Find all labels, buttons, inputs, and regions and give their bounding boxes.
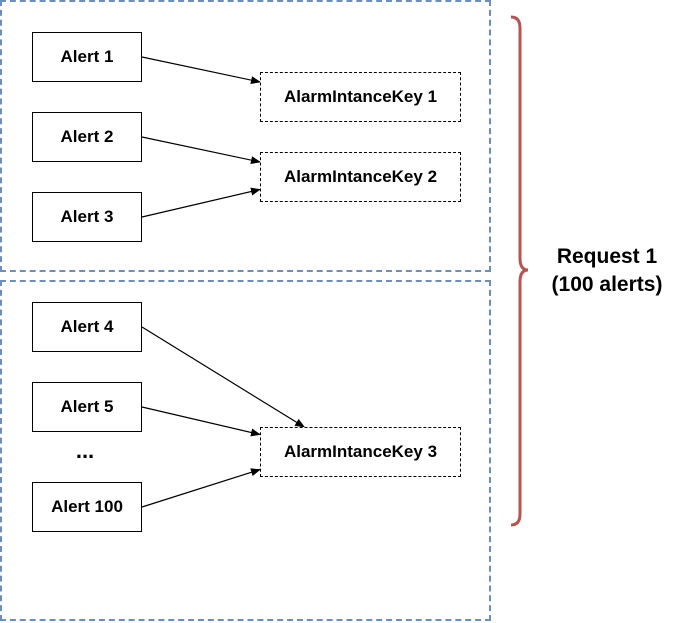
ellipsis-more-alerts: ...	[75, 438, 95, 463]
alert-box-3[interactable]: Alert 3	[32, 192, 142, 242]
alert-box-100[interactable]: Alert 100	[32, 482, 142, 532]
alarm-instance-key-1[interactable]: AlarmIntanceKey 1	[260, 72, 461, 122]
request-count: (100 alerts)	[551, 273, 663, 296]
arrow-a5-to-k3	[141, 406, 261, 437]
alarm-instance-key-2[interactable]: AlarmIntanceKey 2	[260, 152, 461, 202]
alert-box-1[interactable]: Alert 1	[32, 32, 142, 82]
batch-group-1	[0, 0, 491, 272]
arrow-a1-to-k1	[141, 56, 261, 85]
request-brace	[510, 15, 529, 527]
arrow-a2-to-k2	[141, 136, 261, 165]
arrow-a100-to-k3	[141, 468, 261, 508]
request-title: Request 1	[556, 245, 658, 268]
alert-box-2[interactable]: Alert 2	[32, 112, 142, 162]
alert-box-4[interactable]: Alert 4	[32, 302, 142, 352]
alert-box-5[interactable]: Alert 5	[32, 382, 142, 432]
request-label: Request 1 (100 alerts)	[532, 243, 682, 299]
alarm-instance-key-3[interactable]: AlarmIntanceKey 3	[260, 427, 461, 477]
arrow-a3-to-k2	[141, 187, 261, 218]
batch-group-2	[0, 280, 491, 621]
arrow-a4-to-k3	[141, 326, 306, 428]
